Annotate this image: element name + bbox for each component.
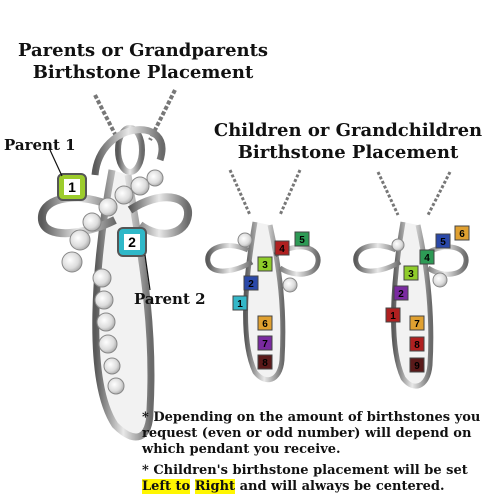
right-stones: 1 2 3 4 5 6 7 8 9 <box>385 225 470 373</box>
parent1-stone-number: 1 <box>68 179 76 195</box>
parents-title-line2: Birthstone Placement <box>32 62 254 83</box>
middle-stone-3: 3 <box>262 260 268 271</box>
parent-pendant: 1 2 <box>38 89 192 441</box>
note-placement-highlight-2: Right <box>194 479 236 494</box>
right-stone-9: 9 <box>414 361 420 372</box>
right-stone-1: 1 <box>390 311 396 322</box>
middle-stone-5: 5 <box>299 235 305 246</box>
parent2-stone: 2 <box>117 227 147 257</box>
children-title-line2: Birthstone Placement <box>237 142 459 163</box>
parents-title: Parents or Grandparents Birthstone Place… <box>0 40 286 84</box>
middle-stone-2: 2 <box>248 279 254 290</box>
middle-stone-4: 4 <box>279 244 285 255</box>
note-placement-pre: * Children's birthstone placement will b… <box>142 463 468 478</box>
parent1-label: Parent 1 <box>4 136 76 154</box>
right-stone-6: 6 <box>459 229 465 240</box>
note-placement-highlight-1: Left to <box>142 479 191 494</box>
right-stone-4: 4 <box>424 253 430 264</box>
middle-stone-8: 8 <box>262 358 268 369</box>
parent1-stone: 1 <box>57 173 87 201</box>
children-title-line1: Children or Grandchildren <box>213 120 483 141</box>
parent2-pointer <box>144 254 151 291</box>
middle-stone-1: 1 <box>237 299 243 310</box>
note-stone-count: * Depending on the amount of birthstones… <box>142 410 481 457</box>
note-placement-post: and will always be centered. <box>235 479 445 494</box>
children-pendant-even: 1 2 3 4 5 6 7 8 <box>205 169 321 383</box>
middle-stone-6: 6 <box>262 319 268 330</box>
parent-diamonds <box>61 169 164 395</box>
middle-stone-7: 7 <box>262 339 268 350</box>
middle-stones: 1 2 3 4 5 6 7 8 <box>232 231 310 370</box>
children-pendant-odd: 1 2 3 4 5 6 7 8 9 <box>353 171 470 389</box>
right-stone-7: 7 <box>414 319 420 330</box>
note-placement: * Children's birthstone placement will b… <box>142 463 498 495</box>
right-stone-2: 2 <box>398 289 404 300</box>
right-stone-5: 5 <box>440 237 446 248</box>
parent1-pointer <box>49 149 63 177</box>
children-title: Children or Grandchildren Birthstone Pla… <box>196 120 500 164</box>
parent2-stone-number: 2 <box>128 234 136 250</box>
parents-title-line1: Parents or Grandparents <box>17 40 269 61</box>
parent2-label: Parent 2 <box>134 290 206 308</box>
right-stone-3: 3 <box>408 269 414 280</box>
right-stone-8: 8 <box>414 340 420 351</box>
